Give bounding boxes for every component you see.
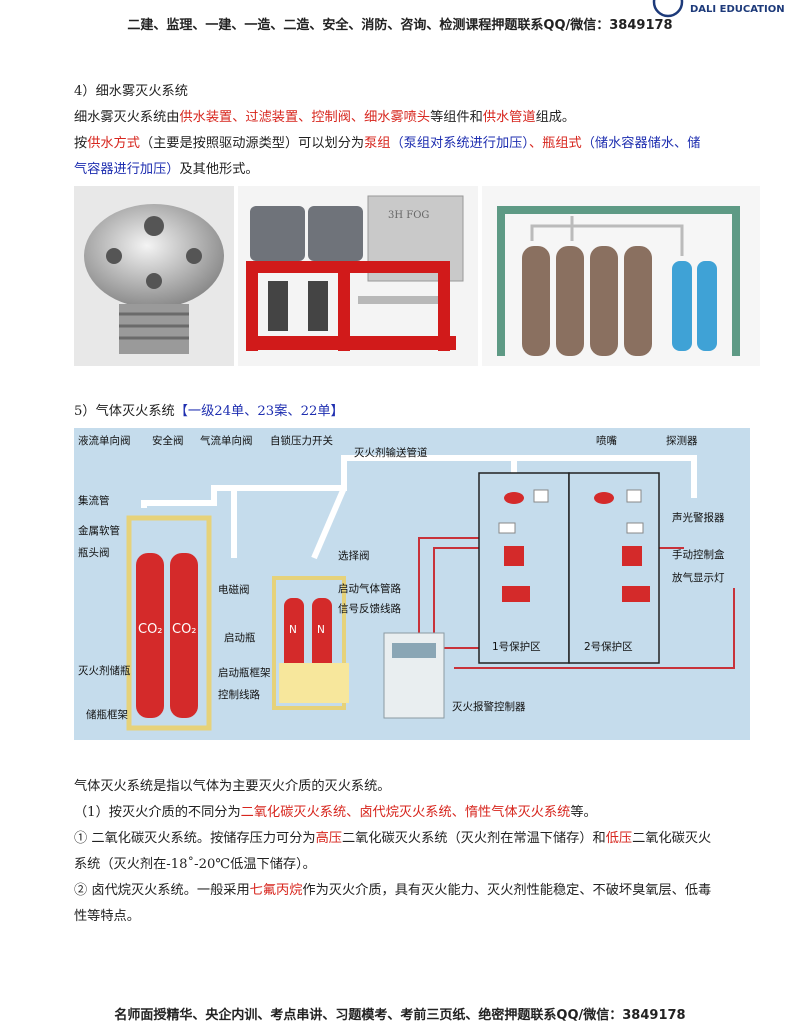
label-metal-hose: 金属软管 bbox=[78, 524, 120, 537]
label-cylinder-frame: 储瓶框架 bbox=[86, 708, 128, 721]
label-pressure-switch: 自锁压力开关 bbox=[270, 434, 333, 447]
section4-line1: 细水雾灭火系统由供水装置、过滤装置、控制阀、细水雾喷头等组件和供水管道组成。 bbox=[74, 110, 576, 125]
body-p1: 气体灭火系统是指以气体为主要灭火介质的灭火系统。 bbox=[74, 779, 391, 794]
label-safety-valve: 安全阀 bbox=[152, 434, 184, 447]
body-p2: （1）按灭火介质的不同分为二氧化碳灭火系统、卤代烷灭火系统、惰性气体灭火系统等。 bbox=[74, 805, 597, 820]
label-start-frame: 启动瓶框架 bbox=[218, 666, 271, 679]
label-manifold: 集流管 bbox=[78, 494, 110, 507]
label-zone-1: 1号保护区 bbox=[492, 640, 541, 653]
label-discharge-lamp: 放气显示灯 bbox=[672, 571, 725, 584]
svg-text:3H FOG: 3H FOG bbox=[388, 210, 429, 221]
label-alarm: 声光警报器 bbox=[672, 511, 725, 524]
label-agent-cylinder: 灭火剂储瓶 bbox=[78, 664, 131, 677]
section4-line3: 气容器进行加压）及其他形式。 bbox=[74, 162, 259, 177]
logo-text: DALI EDUCATION bbox=[690, 4, 785, 15]
gas-fire-system-diagram: CO₂ CO₂ N N 液流单向阀 安全阀 气流单向阀 自锁压力开关 灭火剂输送… bbox=[74, 428, 750, 740]
label-start-gas-line: 启动气体管路 bbox=[338, 582, 401, 595]
body-p4: 系统（灭火剂在-18˚-20℃低温下储存）。 bbox=[74, 857, 316, 872]
cylinder-rack-photo bbox=[482, 186, 760, 366]
label-gas-check-valve: 气流单向阀 bbox=[200, 434, 253, 447]
body-p3: ① 二氧化碳灭火系统。按储存压力可分为高压二氧化碳灭火系统（灭火剂在常温下储存）… bbox=[74, 831, 712, 846]
label-liquid-check-valve: 液流单向阀 bbox=[78, 434, 131, 447]
co2-label-2: CO₂ bbox=[172, 622, 197, 637]
pump-unit-photo: 3H FOG bbox=[238, 186, 478, 366]
label-nozzle: 喷嘴 bbox=[596, 435, 617, 447]
header-banner: 二建、监理、一建、一造、二造、安全、消防、咨询、检测课程押题联系QQ/微信：38… bbox=[127, 18, 673, 33]
label-selector-valve: 选择阀 bbox=[338, 549, 370, 562]
co2-label-1: CO₂ bbox=[138, 622, 163, 637]
section4-line2: 按供水方式（主要是按照驱动源类型）可以划分为泵组（泵组对系统进行加压）、瓶组式（… bbox=[74, 136, 701, 151]
body-p5: ② 卤代烷灭火系统。一般采用七氟丙烷作为灭火介质，具有灭火能力、灭火剂性能稳定、… bbox=[74, 883, 712, 898]
label-manual-box: 手动控制盒 bbox=[672, 548, 725, 561]
section4-title: 4）细水雾灭火系统 bbox=[74, 84, 188, 99]
label-agent-pipe: 灭火剂输送管道 bbox=[354, 446, 428, 459]
dali-logo: DALI EDUCATION bbox=[652, 0, 785, 18]
footer-banner: 名师面授精华、央企内训、考点串讲、习题模考、考前三页纸、绝密押题联系QQ/微信：… bbox=[114, 1008, 686, 1023]
label-cylinder-valve: 瓶头阀 bbox=[78, 546, 110, 559]
n-label-1: N bbox=[289, 624, 297, 636]
label-feedback-line: 信号反馈线路 bbox=[338, 602, 401, 615]
body-p6: 性等特点。 bbox=[74, 909, 140, 924]
label-solenoid-valve: 电磁阀 bbox=[218, 583, 250, 596]
n-label-2: N bbox=[317, 624, 325, 636]
label-start-cylinder: 启动瓶 bbox=[224, 631, 256, 644]
label-control-line: 控制线路 bbox=[218, 688, 260, 701]
label-detector: 探测器 bbox=[666, 434, 698, 447]
label-controller: 灭火报警控制器 bbox=[452, 700, 526, 713]
section5-title: 5）气体灭火系统【一级24单、23案、22单】 bbox=[74, 404, 344, 419]
mist-nozzle-photo bbox=[74, 186, 234, 366]
label-zone-2: 2号保护区 bbox=[584, 640, 633, 653]
